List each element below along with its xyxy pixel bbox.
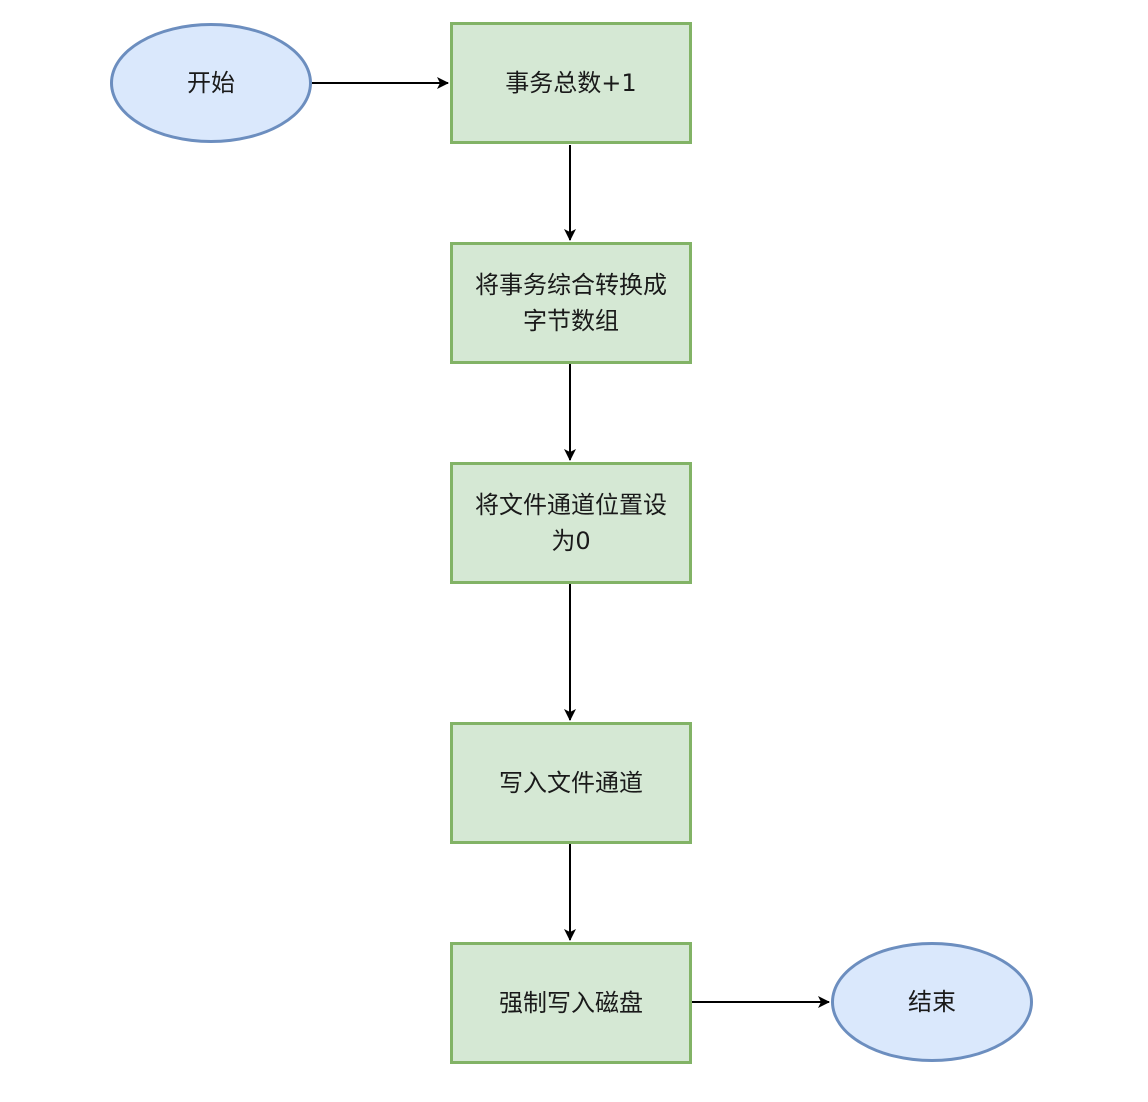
end-label: 结束 bbox=[908, 988, 956, 1016]
step1-label: 事务总数+1 bbox=[505, 69, 637, 97]
end-terminal: 结束 bbox=[831, 942, 1033, 1062]
process-step-write-channel: 写入文件通道 bbox=[450, 722, 692, 844]
step2-label: 将事务综合转换成 字节数组 bbox=[475, 271, 667, 335]
step4-label: 写入文件通道 bbox=[499, 769, 643, 797]
process-step-force-disk: 强制写入磁盘 bbox=[450, 942, 692, 1064]
process-step-convert-to-bytes: 将事务综合转换成 字节数组 bbox=[450, 242, 692, 364]
step5-label: 强制写入磁盘 bbox=[499, 989, 643, 1017]
process-step-increment-total: 事务总数+1 bbox=[450, 22, 692, 144]
start-terminal: 开始 bbox=[110, 23, 312, 143]
process-step-reset-channel-position: 将文件通道位置设 为0 bbox=[450, 462, 692, 584]
start-label: 开始 bbox=[187, 69, 235, 97]
step3-label: 将文件通道位置设 为0 bbox=[475, 491, 667, 555]
